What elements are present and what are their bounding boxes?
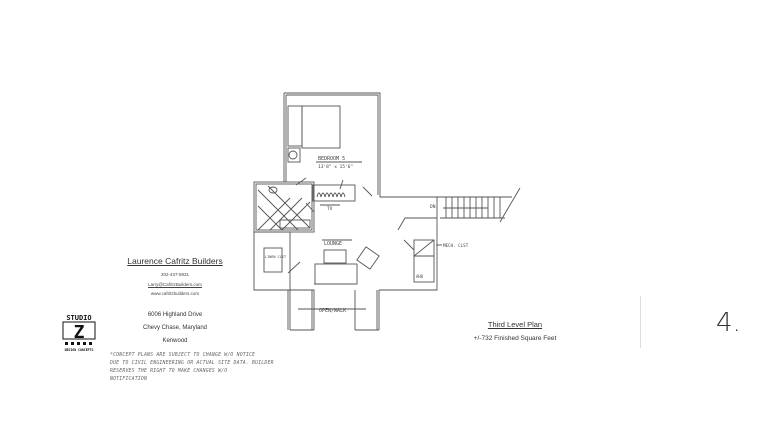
tv-label: TV: [327, 206, 333, 212]
address-line2: Chevy Chase, Maryland: [142, 325, 208, 331]
studio-z-logo-icon: STUDIO Z DESIGN CONCEPTS: [62, 314, 96, 352]
logo-letter: Z: [74, 322, 85, 343]
divider-line: [640, 296, 641, 348]
logo-bottom-text: DESIGN CONCEPTS: [65, 348, 94, 352]
linen-label: LINEN CLST: [265, 255, 287, 259]
ahu-label: AHU: [416, 274, 424, 279]
mech-closet-label: MECH. CLST: [443, 243, 469, 248]
plan-title: Third Level Plan: [487, 320, 543, 329]
open-label: OPEN/WALK: [319, 308, 346, 314]
disclaimer-line: DUE TO CIVIL ENGINEERING OR ACTUAL SITE …: [110, 361, 274, 366]
builder-website-link[interactable]: www.cafritzbuilders.com: [150, 291, 200, 296]
disclaimer-note: *CONCEPT PLANS ARE SUBJECT TO CHANGE W/O…: [110, 352, 285, 384]
down-label: DN: [430, 204, 436, 210]
address-line1: 6006 Highland Drive: [147, 312, 203, 318]
studio-z-logo: STUDIO Z DESIGN CONCEPTS: [60, 313, 98, 353]
floor-plan-drawing: BEDROOM 5 13'8" x 15'6" TV LINEN CLST LO…: [250, 75, 525, 345]
builder-name: Laurence Cafritz Builders: [127, 256, 223, 266]
disclaimer-line: RESERVES THE RIGHT TO MAKE CHANGES W/O: [110, 369, 228, 374]
lounge-label: LOUNGE: [324, 241, 342, 247]
builder-email-link[interactable]: Larry@CafritzBuilders.com: [148, 282, 202, 287]
disclaimer-line: *CONCEPT PLANS ARE SUBJECT TO CHANGE W/O…: [110, 353, 256, 358]
builder-phone: 202-437-5931: [160, 272, 190, 277]
page-number: 4.: [716, 308, 741, 338]
disclaimer-line: NOTIFICATION: [110, 377, 148, 382]
plan-area: +/-732 Finished Square Feet: [473, 335, 557, 342]
bedroom-label: BEDROOM 5: [318, 156, 345, 162]
floor-plan-sketch: BEDROOM 5 13'8" x 15'6" TV LINEN CLST LO…: [253, 92, 521, 331]
logo-top-text: STUDIO: [66, 314, 91, 322]
neighborhood: Kenwood: [162, 338, 188, 344]
bedroom-size: 13'8" x 15'6": [318, 164, 353, 170]
